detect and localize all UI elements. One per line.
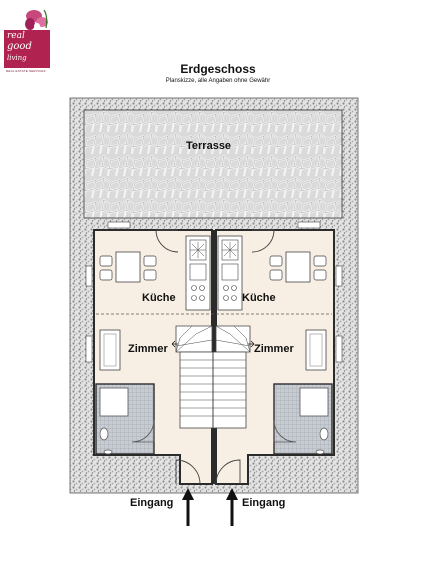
terrace-door-left	[155, 229, 179, 253]
sofa-left	[99, 329, 121, 371]
kitchen-counter-right	[217, 235, 243, 311]
real-good-living-logo: real good living REAL ESTATE SERVICES	[4, 6, 50, 73]
logo-line-good: good	[7, 41, 32, 52]
dining-set-left	[99, 251, 157, 283]
label-eingang-right: Eingang	[242, 497, 286, 509]
window-side-left-2	[85, 335, 93, 363]
bath-door-left	[131, 419, 155, 443]
label-kueche-right: Küche	[242, 292, 276, 304]
entrance-door-left	[175, 459, 201, 485]
page-title: Erdgeschoss	[180, 62, 256, 76]
shower-right	[299, 387, 329, 417]
window-side-right-1	[335, 265, 343, 287]
entrance-door-right	[215, 459, 241, 485]
bath-door-right	[273, 419, 297, 443]
page-subtitle: Planskizze, alle Angaben ohne Gewähr	[165, 78, 271, 84]
entrance-arrow-right-icon	[226, 488, 238, 526]
logo-tagline: REAL ESTATE SERVICES	[6, 69, 46, 73]
kitchen-counter-left	[185, 235, 211, 311]
label-terrasse: Terrasse	[186, 140, 232, 152]
sofa-right	[305, 329, 327, 371]
toilet-left	[99, 427, 109, 441]
window-side-left-1	[85, 265, 93, 287]
sink-left	[103, 449, 113, 455]
toilet-right	[319, 427, 329, 441]
label-zimmer-left: Zimmer	[128, 343, 168, 355]
shower-left	[99, 387, 129, 417]
label-zimmer-right: Zimmer	[254, 343, 294, 355]
staircase	[171, 325, 255, 429]
label-eingang-left: Eingang	[130, 497, 174, 509]
terrace-door-right	[251, 229, 275, 253]
dining-set-right	[269, 251, 327, 283]
orchid-flower-icon	[25, 9, 48, 30]
logo-line-real: real	[7, 31, 25, 41]
logo-line-living: living	[7, 54, 27, 62]
window-top-right	[297, 221, 321, 229]
label-kueche-left: Küche	[142, 292, 176, 304]
sink-right	[315, 449, 325, 455]
terrace-area	[83, 109, 343, 219]
logo-box: real good living	[4, 30, 50, 68]
window-side-right-2	[335, 335, 343, 363]
window-top-left	[107, 221, 131, 229]
entrance-arrow-left-icon	[182, 488, 194, 526]
